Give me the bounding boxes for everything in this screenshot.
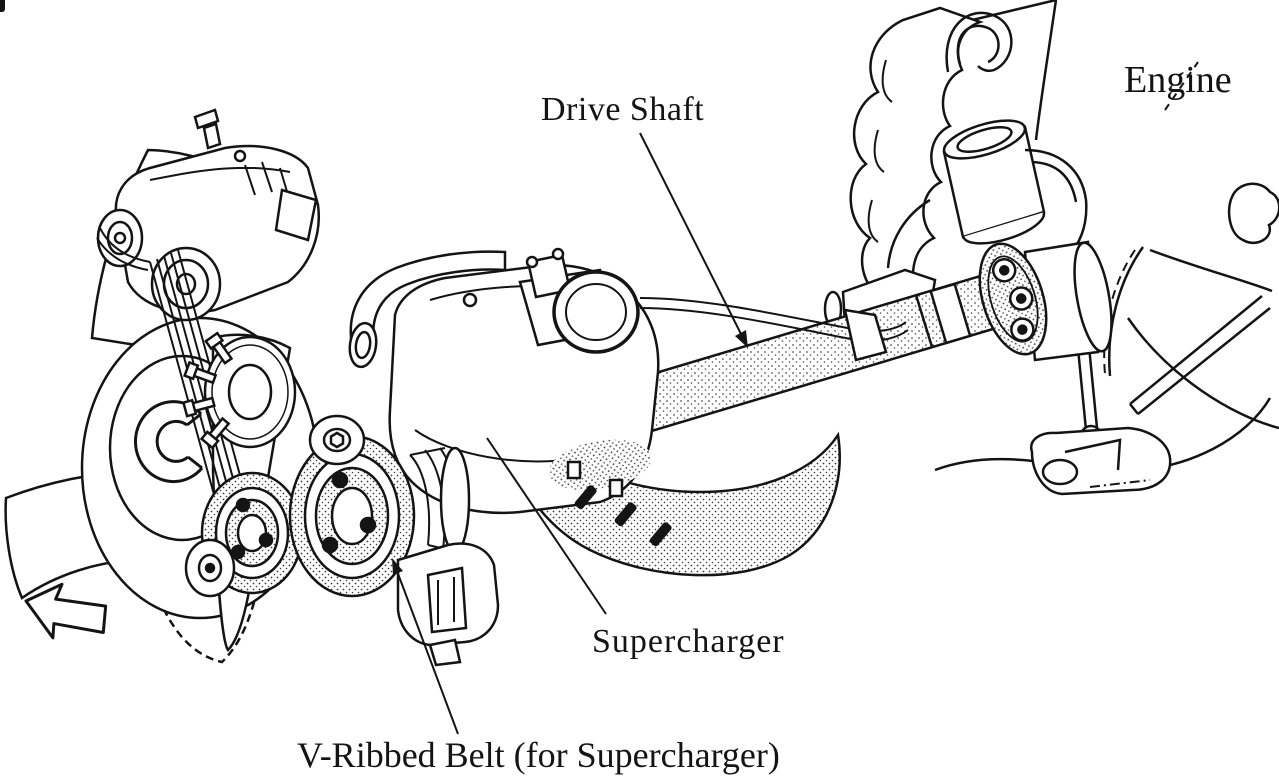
shaft-yoke-seam (914, 294, 934, 348)
water-pump-flange (181, 331, 297, 450)
leader-v-ribbed-belt (396, 570, 459, 735)
intake-elbow-pipe (348, 250, 507, 369)
alternator-vent-slots (149, 161, 291, 196)
idler-pulley-lower (184, 538, 236, 598)
direction-arrow (24, 582, 108, 640)
label-supercharger: Supercharger (592, 623, 785, 660)
alternator (96, 108, 320, 322)
throttle-body (518, 247, 640, 354)
flexible-coupling-disc (978, 242, 1048, 356)
engine-mount-foot (1029, 426, 1172, 496)
crank-pulley (184, 471, 304, 598)
alternator-regulator (274, 188, 318, 242)
leader-drive-shaft (639, 132, 742, 335)
engine-body-curves (934, 246, 1279, 474)
front-cover-housing (508, 417, 841, 577)
stabilizer-strut (1129, 295, 1271, 415)
annotations: Drive Shaft Engine Supercharger V-Ribbed… (297, 59, 1232, 775)
arrowhead-drive-shaft (735, 330, 748, 348)
pulley-rear-cap (439, 446, 471, 554)
engine-hidden-line (1164, 61, 1199, 111)
supercharger-pulley (288, 434, 471, 598)
injector-studs (0, 0, 672, 547)
engine-assembly (823, 0, 1279, 496)
manifold-ribs (867, 59, 893, 243)
heater-hose-loop (945, 11, 1013, 73)
alternator-bolt (233, 149, 247, 163)
body-bolt (462, 292, 478, 308)
alternator-mount-bolt (193, 108, 222, 150)
flange-stud (204, 331, 234, 365)
flange-stud (183, 360, 218, 385)
tensioner-pulley (308, 414, 366, 466)
arrowhead-v-ribbed-belt (392, 558, 403, 575)
mounting-bracket (396, 542, 500, 667)
supercharger-unit (0, 0, 909, 667)
label-v-ribbed-belt: V-Ribbed Belt (for Supercharger) (297, 735, 780, 775)
flange-stud (181, 396, 216, 418)
shaft-slip-collar (929, 282, 972, 345)
label-drive-shaft: Drive Shaft (541, 91, 704, 128)
label-engine: Engine (1124, 59, 1232, 101)
vacuum-hose (639, 297, 909, 342)
leader-supercharger (486, 437, 607, 615)
engine-blob-top-right (1227, 182, 1279, 245)
oil-filter-canister (942, 119, 1046, 245)
hose-bracket (843, 308, 888, 362)
drive-shaft (550, 240, 1113, 458)
flange-stud (199, 416, 231, 450)
